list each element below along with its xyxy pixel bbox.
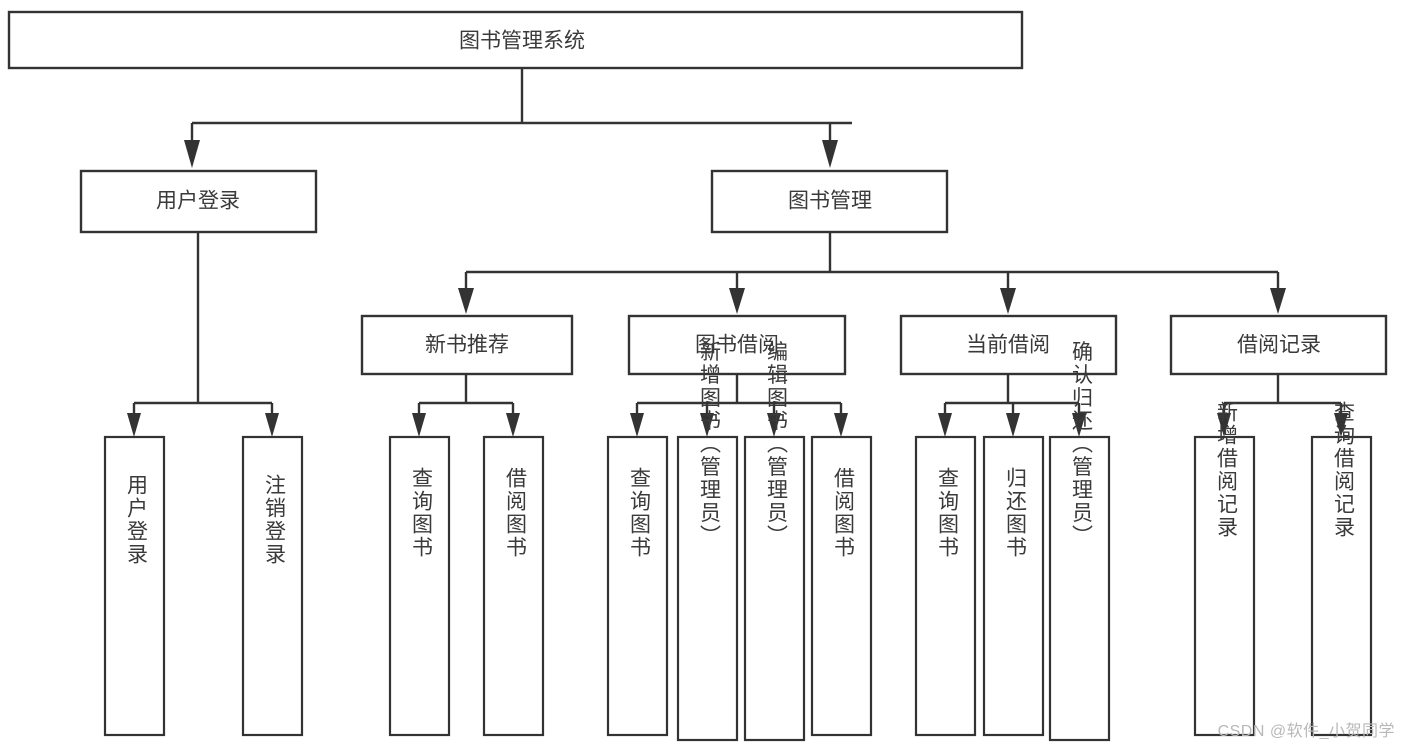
node-leaf-edit-book[interactable]: 编辑图书（管理员）: [743, 341, 806, 742]
node-new-book-recommend-label: 新书推荐: [425, 334, 509, 357]
node-leaf-query-book-1-label: 查询图书: [409, 467, 433, 559]
node-current-borrow[interactable]: 当前借阅: [899, 314, 1118, 376]
node-current-borrow-label: 当前借阅: [966, 334, 1050, 357]
node-leaf-return-book-label: 归还图书: [1003, 467, 1027, 559]
node-leaf-borrow-book-2-label: 借阅图书: [831, 467, 855, 559]
arrow-head-icon: [1270, 288, 1286, 314]
connector-borrowrecord-to-leaves: [1217, 374, 1348, 437]
node-book-manage-label: 图书管理: [788, 190, 872, 213]
arrow-head-icon: [630, 413, 644, 437]
node-leaf-confirm-return-label: 确认归还（管理员）: [1069, 341, 1093, 548]
node-leaf-query-book-3-label: 查询图书: [935, 467, 959, 559]
arrow-head-icon: [184, 140, 200, 168]
node-leaf-query-book-2-label: 查询图书: [627, 467, 651, 559]
node-book-borrow-label: 图书借阅: [695, 334, 779, 357]
arrow-head-icon: [265, 413, 279, 437]
node-borrow-record[interactable]: 借阅记录: [1169, 314, 1388, 376]
arrow-head-icon: [458, 288, 474, 314]
arrow-head-icon: [729, 288, 745, 314]
node-user-login[interactable]: 用户登录: [79, 169, 318, 234]
node-book-borrow[interactable]: 图书借阅: [627, 314, 847, 376]
arrow-head-icon: [1072, 413, 1086, 437]
arrow-head-icon: [700, 413, 714, 437]
node-leaf-add-book[interactable]: 新增图书（管理员）: [676, 341, 739, 742]
node-leaf-add-book-label: 新增图书（管理员）: [697, 341, 721, 548]
connector-root-to-level1: [184, 68, 852, 168]
node-leaf-query-book-1[interactable]: 查询图书: [388, 435, 451, 737]
node-leaf-user-logout[interactable]: 注销登录: [241, 435, 304, 737]
node-leaf-query-record[interactable]: 查询借阅记录: [1310, 401, 1373, 737]
arrow-head-icon: [412, 413, 426, 437]
arrow-head-icon: [767, 413, 781, 437]
connector-newbook-to-leaves: [412, 374, 520, 437]
node-root-label: 图书管理系统: [459, 30, 585, 53]
node-root[interactable]: 图书管理系统: [7, 10, 1024, 70]
arrow-head-icon: [938, 413, 952, 437]
node-leaf-borrow-book-1-label: 借阅图书: [503, 467, 527, 559]
arrow-head-icon: [127, 413, 141, 437]
arrow-head-icon: [1000, 288, 1016, 314]
node-book-manage[interactable]: 图书管理: [710, 169, 949, 234]
node-leaf-query-book-3[interactable]: 查询图书: [914, 435, 977, 737]
arrow-head-icon: [834, 413, 848, 437]
arrow-head-icon: [1006, 413, 1020, 437]
arrow-head-icon: [822, 140, 838, 168]
node-leaf-add-record-label: 新增借阅记录: [1214, 401, 1238, 539]
node-leaf-borrow-book-1[interactable]: 借阅图书: [482, 435, 545, 737]
node-leaf-borrow-book-2[interactable]: 借阅图书: [810, 435, 873, 737]
node-new-book-recommend[interactable]: 新书推荐: [360, 314, 574, 376]
node-leaf-query-book-2[interactable]: 查询图书: [606, 435, 669, 737]
node-leaf-return-book[interactable]: 归还图书: [982, 435, 1045, 737]
connector-currentborrow-to-leaves: [938, 374, 1086, 437]
node-leaf-user-logout-label: 注销登录: [262, 474, 286, 566]
node-leaf-user-login[interactable]: 用户登录: [103, 435, 166, 737]
arrow-head-icon: [506, 413, 520, 437]
node-user-login-label: 用户登录: [156, 190, 240, 213]
node-leaf-confirm-return[interactable]: 确认归还（管理员）: [1048, 341, 1111, 742]
node-leaf-query-record-label: 查询借阅记录: [1331, 401, 1355, 539]
node-leaf-edit-book-label: 编辑图书（管理员）: [764, 341, 788, 548]
connector-userlogin-to-leaves: [127, 232, 279, 437]
node-borrow-record-label: 借阅记录: [1237, 334, 1321, 357]
arrow-head-icon: [1217, 413, 1231, 437]
node-leaf-add-record[interactable]: 新增借阅记录: [1193, 401, 1256, 737]
connector-bookmanage-to-level2: [458, 232, 1286, 314]
node-leaf-user-login-label: 用户登录: [124, 474, 148, 566]
arrow-head-icon: [1334, 413, 1348, 437]
connector-bookborrow-to-leaves: [630, 374, 848, 437]
